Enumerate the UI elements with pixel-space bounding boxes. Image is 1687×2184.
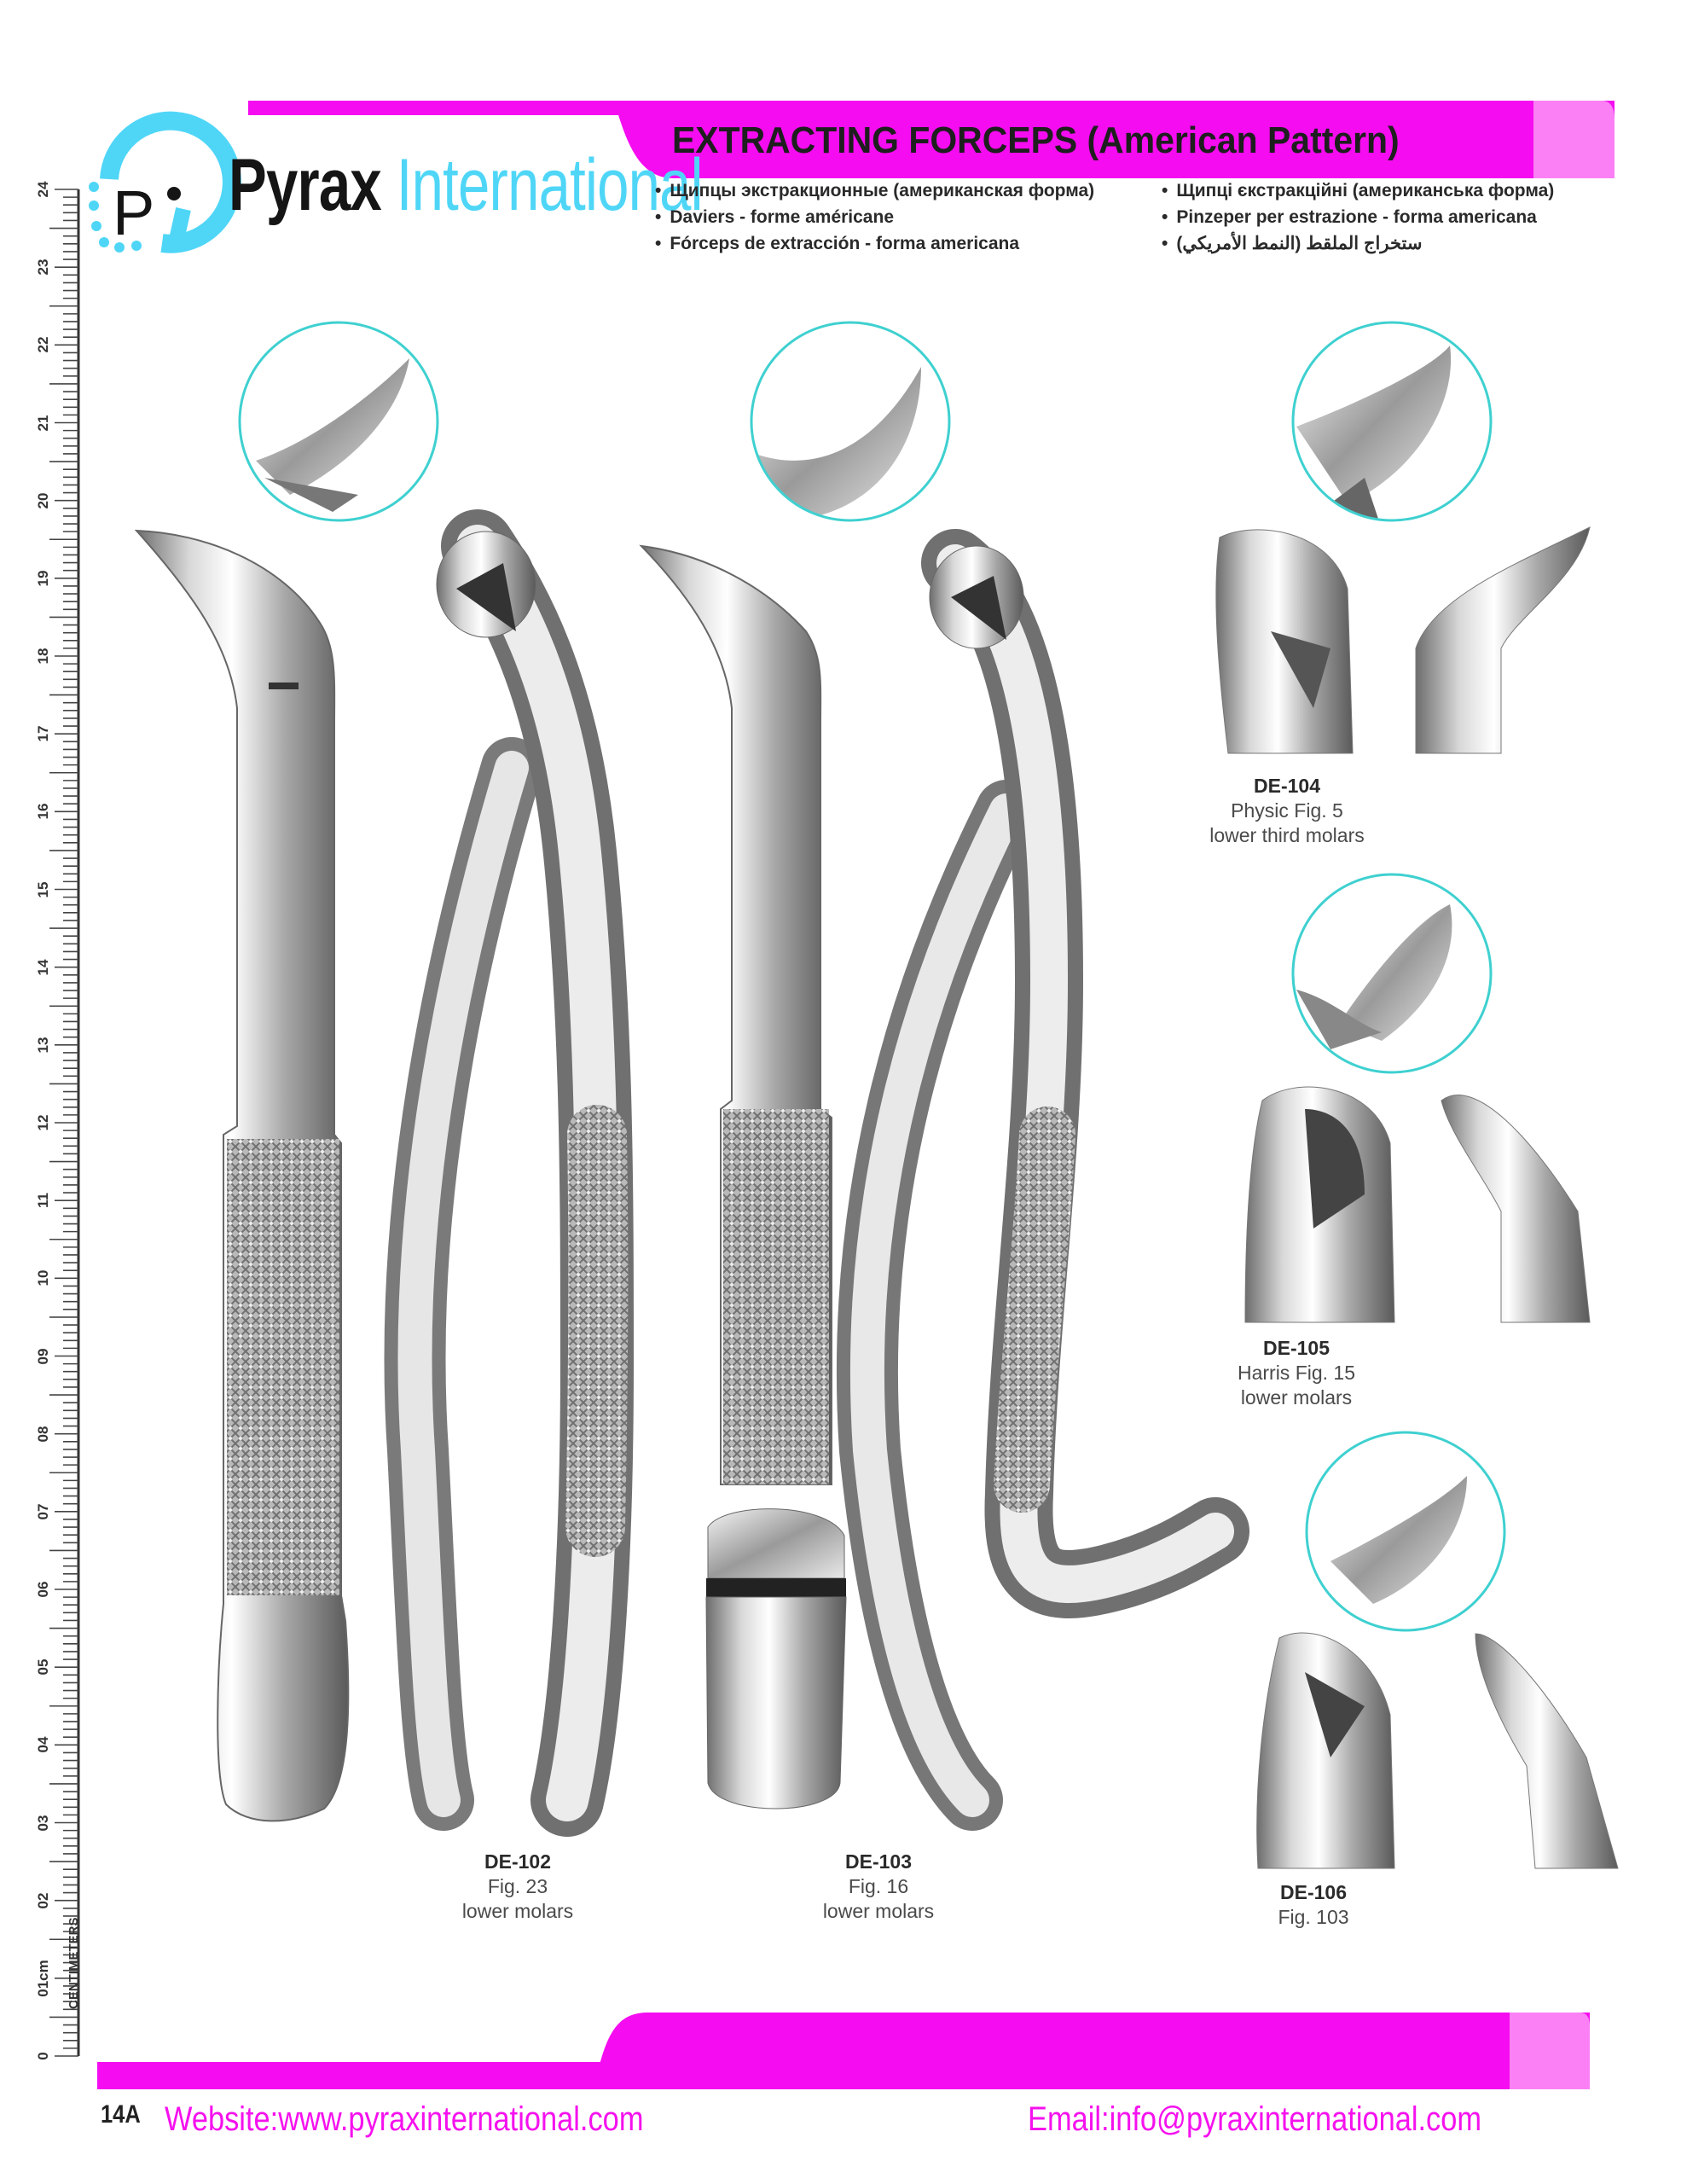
ruler-label: 03 (35, 1815, 51, 1831)
header-banner (248, 101, 1615, 178)
product-label-de102: DE-102 Fig. 23 lower molars (390, 1850, 646, 1924)
forceps-de102-front (134, 529, 350, 1822)
ruler-unit-label: CENTIMETERS (67, 1917, 81, 2009)
detail-circle-de103 (750, 321, 951, 522)
product-use: lower molars (822, 1900, 935, 1922)
ruler-label: 13 (35, 1037, 51, 1054)
ruler-label: 01cm (35, 1960, 51, 1997)
translation-item: Pinzeper per estrazione - forma american… (1162, 204, 1554, 230)
page-number: 14A (101, 2100, 141, 2129)
product-code: DE-103 (845, 1850, 912, 1873)
brand-name-part2: International (396, 144, 704, 226)
product-code: DE-106 (1280, 1881, 1347, 1903)
translations-left: Щипцы экстракционные (американская форма… (655, 177, 1094, 257)
ruler-label: 16 (35, 803, 51, 820)
product-use: lower third molars (1209, 824, 1365, 846)
product-label-de103: DE-103 Fig. 16 lower molars (751, 1850, 1006, 1924)
email-link[interactable]: Email:info@pyraxinternational.com (1028, 2100, 1482, 2138)
detail-circle-de104 (1291, 321, 1493, 522)
ruler-label: 20 (35, 492, 51, 509)
forceps-de102-side (384, 509, 635, 1837)
forceps-de104-views (1215, 526, 1591, 754)
forceps-de106-views (1256, 1632, 1619, 1869)
brand-name-part1: Pyrax (229, 144, 382, 226)
product-name: Fig. 23 (487, 1875, 548, 1897)
page-title: EXTRACTING FORCEPS (American Pattern) (672, 119, 1400, 161)
product-name: Fig. 16 (848, 1875, 909, 1897)
forceps-de103-front (639, 544, 847, 1809)
ruler-label: 18 (35, 648, 51, 665)
ruler-label: 02 (35, 1892, 51, 1909)
website-link[interactable]: Website:www.pyraxinternational.com (165, 2100, 644, 2138)
translation-item: ستخراج الملقط (النمط الأمريكي) (1162, 230, 1554, 257)
product-code: DE-102 (484, 1850, 551, 1873)
translation-item: Daviers - forme américane (655, 204, 1094, 230)
ruler-label: 23 (35, 258, 51, 276)
product-use: lower molars (461, 1900, 574, 1922)
translation-item: Щипцы экстракционные (американская форма… (655, 177, 1094, 204)
forceps-de103-side (836, 529, 1249, 1831)
ruler-label: 07 (35, 1503, 51, 1520)
footer-banner (97, 2013, 1590, 2089)
ruler-label: 15 (35, 881, 51, 897)
ruler-label: 10 (35, 1269, 51, 1287)
ruler-label: 19 (35, 570, 51, 587)
ruler-label: 0 (35, 2052, 51, 2060)
product-name: Physic Fig. 5 (1231, 799, 1343, 822)
brand-name: Pyrax International (229, 143, 704, 228)
product-code: DE-105 (1263, 1337, 1330, 1359)
product-code: DE-104 (1254, 775, 1320, 797)
product-name: Fig. 103 (1278, 1906, 1349, 1928)
detail-circle-de102 (238, 321, 439, 522)
ruler-label: 24 (35, 181, 51, 198)
detail-circle-de106 (1305, 1431, 1506, 1632)
ruler-label: 05 (35, 1658, 51, 1676)
product-label-de104: DE-104 Physic Fig. 5 lower third molars (1159, 774, 1415, 848)
product-name: Harris Fig. 15 (1237, 1362, 1356, 1384)
ruler-label: 11 (35, 1193, 51, 1209)
ruler-label: 09 (35, 1348, 51, 1364)
translations-right: Щипці єкстракційні (американська форма) … (1162, 177, 1554, 257)
ruler-label: 04 (35, 1736, 51, 1753)
translation-item: Fórceps de extracción - forma americana (655, 230, 1094, 257)
ruler-label: 21 (35, 415, 51, 431)
ruler-label: 14 (35, 959, 51, 976)
ruler-label: 12 (35, 1114, 51, 1131)
product-use: lower molars (1240, 1386, 1353, 1409)
svg-text:P: P (113, 177, 154, 248)
brand-logo: P (89, 111, 241, 253)
ruler-label: 17 (35, 725, 51, 742)
product-label-de106: DE-106 Fig. 103 (1186, 1880, 1441, 1930)
ruler-label: 06 (35, 1581, 51, 1598)
ruler-label: 22 (35, 336, 51, 353)
detail-circle-de105 (1291, 873, 1493, 1074)
ruler-label: 08 (35, 1426, 51, 1443)
product-label-de105: DE-105 Harris Fig. 15 lower molars (1168, 1336, 1424, 1410)
forceps-de105-views (1244, 1086, 1591, 1323)
translation-item: Щипці єкстракційні (американська форма) (1162, 177, 1554, 204)
centimeter-ruler (49, 189, 80, 2057)
